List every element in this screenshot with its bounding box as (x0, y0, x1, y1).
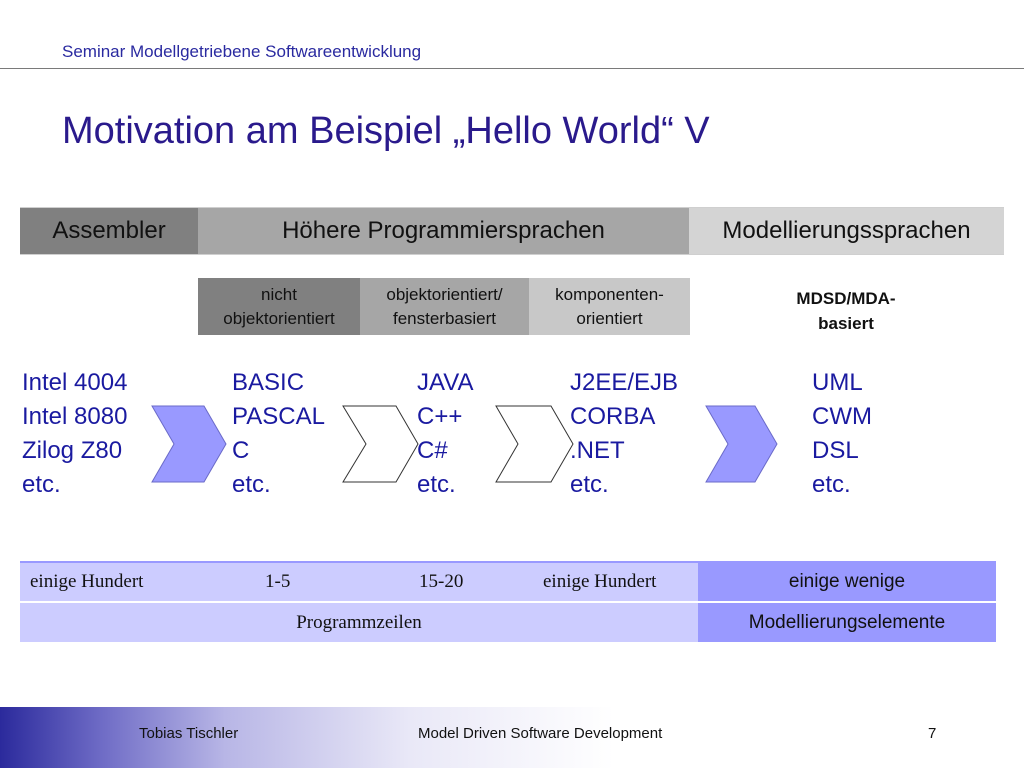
table-cell-modelling-count: einige wenige (698, 561, 996, 601)
subcategory-component: komponenten- orientiert (529, 278, 690, 335)
header-divider (0, 68, 1024, 69)
subcategory-non-oo: nicht objektorientiert (198, 278, 360, 335)
language-list-oo: JAVA C++ C# etc. (417, 369, 474, 498)
table-row: einige Hundert 1-5 15-20 einige Hundert (20, 561, 698, 601)
header-title: Seminar Modellgetriebene Softwareentwick… (62, 42, 422, 61)
chevron-arrow-icon (495, 405, 574, 483)
language-list-component: J2EE/EJB CORBA .NET etc. (570, 369, 679, 498)
footer-course: Model Driven Software Development (418, 725, 663, 742)
chevron-arrow-icon (705, 405, 778, 483)
language-list-procedural: BASIC PASCAL C etc. (232, 369, 325, 498)
category-higher-languages: Höhere Programmiersprachen (198, 207, 689, 255)
slide-title: Motivation am Beispiel „Hello World“ V (62, 110, 710, 152)
table-cell-assembler-count: einige Hundert (30, 571, 144, 592)
mdsd-label: MDSD/MDA- basiert (796, 289, 896, 333)
table-cell-component-count: einige Hundert (543, 571, 657, 592)
table-cell-oo-count: 15-20 (419, 571, 464, 592)
category-assembler: Assembler (20, 207, 198, 255)
comparison-table: einige Hundert 1-5 15-20 einige Hundert … (20, 561, 996, 642)
table-cell-model-elements: Modellierungselemente (698, 602, 996, 642)
table-cell-lines-of-code: Programmzeilen (20, 602, 698, 642)
subcategory-oo: objektorientiert/ fensterbasiert (360, 278, 529, 335)
page-number: 7 (928, 725, 937, 742)
footer-author: Tobias Tischler (139, 725, 239, 742)
table-cell-procedural-count: 1-5 (265, 571, 291, 592)
language-list-modelling: UML CWM DSL etc. (812, 369, 872, 498)
category-modelling-languages: Modellierungssprachen (689, 207, 1004, 255)
chevron-arrow-icon (342, 405, 419, 483)
language-list-assembler: Intel 4004 Intel 8080 Zilog Z80 etc. (22, 369, 128, 498)
chevron-arrow-icon (151, 405, 227, 483)
footer-bar (0, 707, 1024, 768)
